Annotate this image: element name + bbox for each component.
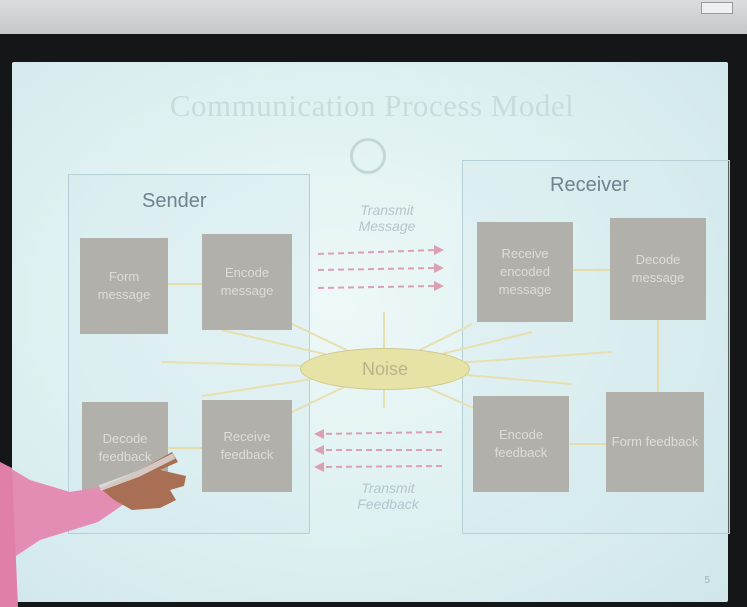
projected-slide: Communication Process Model Sender Recei…	[12, 62, 730, 602]
receiver-label: Receiver	[550, 174, 629, 196]
noise-ellipse: Noise	[300, 348, 470, 390]
wall-sign	[701, 2, 733, 14]
page-number: 5	[704, 575, 710, 586]
decode-message-box: Decode message	[610, 218, 706, 320]
transmit-message-label: Transmit Message	[358, 202, 416, 234]
transmit-feedback-label: Transmit Feedback	[357, 480, 419, 512]
receive-encoded-message-box: Receive encoded message	[477, 222, 573, 322]
sender-label: Sender	[142, 190, 207, 212]
decode-feedback-box: Decode feedback	[82, 402, 168, 494]
form-message-box: Form message	[80, 238, 168, 334]
circle-icon	[350, 138, 386, 174]
wall	[0, 0, 747, 34]
form-feedback-box: Form feedback	[606, 392, 704, 492]
encode-feedback-box: Encode feedback	[473, 396, 569, 492]
slide-title: Communication Process Model	[169, 88, 575, 123]
receive-feedback-box: Receive feedback	[202, 400, 292, 492]
encode-message-box: Encode message	[202, 234, 292, 330]
